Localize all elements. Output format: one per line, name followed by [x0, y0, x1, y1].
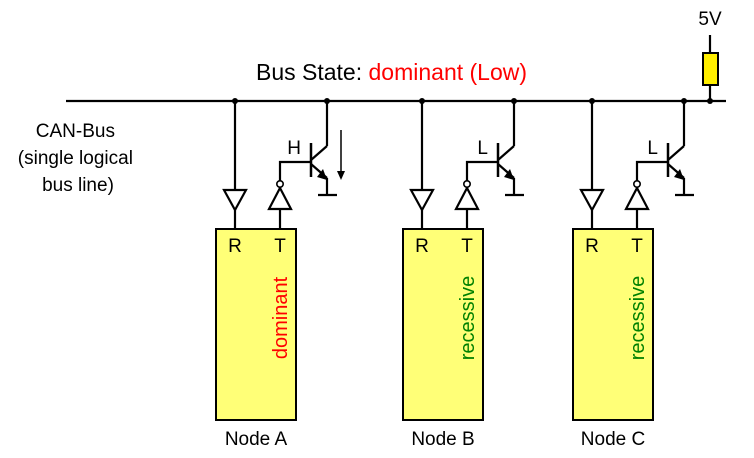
- supply-voltage-label: 5V: [698, 9, 722, 30]
- inverter-bubble: [275, 180, 284, 189]
- junction-dot: [419, 98, 425, 104]
- pull-up-resistor: [702, 52, 719, 86]
- node-name-label: Node A: [225, 429, 288, 450]
- transistor-collector: [310, 145, 328, 161]
- transmitter-inverter-icon: [267, 185, 293, 211]
- bus-state-value: dominant (Low): [369, 59, 528, 85]
- receiver-buffer-icon: [409, 188, 435, 213]
- transmitter-inverter-icon: [454, 185, 480, 211]
- junction-dot: [232, 98, 238, 104]
- node-box: [215, 228, 297, 421]
- junction-dot: [324, 98, 330, 104]
- tx-level-label: L: [477, 138, 488, 159]
- emitter-arrow-icon: [504, 169, 514, 180]
- bus-state-title: Bus State: dominant (Low): [256, 59, 527, 85]
- transistor-collector: [667, 145, 685, 161]
- receiver-buffer-icon: [579, 188, 605, 213]
- bus-label-line-3: bus line): [42, 175, 114, 196]
- current-arrow-icon: [337, 171, 345, 180]
- tx-label: T: [631, 236, 643, 257]
- transistor-collector: [497, 145, 515, 161]
- emitter-arrow-icon: [317, 169, 327, 180]
- node-box: [402, 228, 484, 421]
- node-name-label: Node C: [581, 429, 645, 450]
- tx-label: T: [274, 236, 286, 257]
- bus-label-line-2: (single logical: [18, 148, 133, 169]
- inverter-bubble: [632, 180, 641, 189]
- junction-dot: [511, 98, 517, 104]
- rx-label: R: [585, 236, 599, 257]
- tx-level-label: H: [287, 138, 301, 159]
- tx-label: T: [461, 236, 473, 257]
- rx-label: R: [228, 236, 242, 257]
- node-state-label: recessive: [457, 276, 479, 360]
- emitter-arrow-icon: [674, 169, 684, 180]
- base-wire: [278, 160, 311, 181]
- base-wire: [635, 160, 668, 181]
- bus-label-line-1: CAN-Bus: [36, 121, 115, 142]
- bus-label: CAN-Bus (single logical bus line): [18, 121, 138, 196]
- rx-label: R: [415, 236, 429, 257]
- node-state-label: dominant: [270, 276, 292, 359]
- transmitter-inverter-icon: [624, 185, 650, 211]
- base-wire: [465, 160, 498, 181]
- node-state-label: recessive: [627, 276, 649, 360]
- junction-dot: [681, 98, 687, 104]
- receiver-buffer-icon: [222, 188, 248, 213]
- node-name-label: Node B: [411, 429, 474, 450]
- tx-level-label: L: [647, 138, 658, 159]
- node-box: [572, 228, 654, 421]
- bus-state-prefix: Bus State:: [256, 59, 369, 85]
- inverter-bubble: [462, 180, 471, 189]
- junction-dot: [589, 98, 595, 104]
